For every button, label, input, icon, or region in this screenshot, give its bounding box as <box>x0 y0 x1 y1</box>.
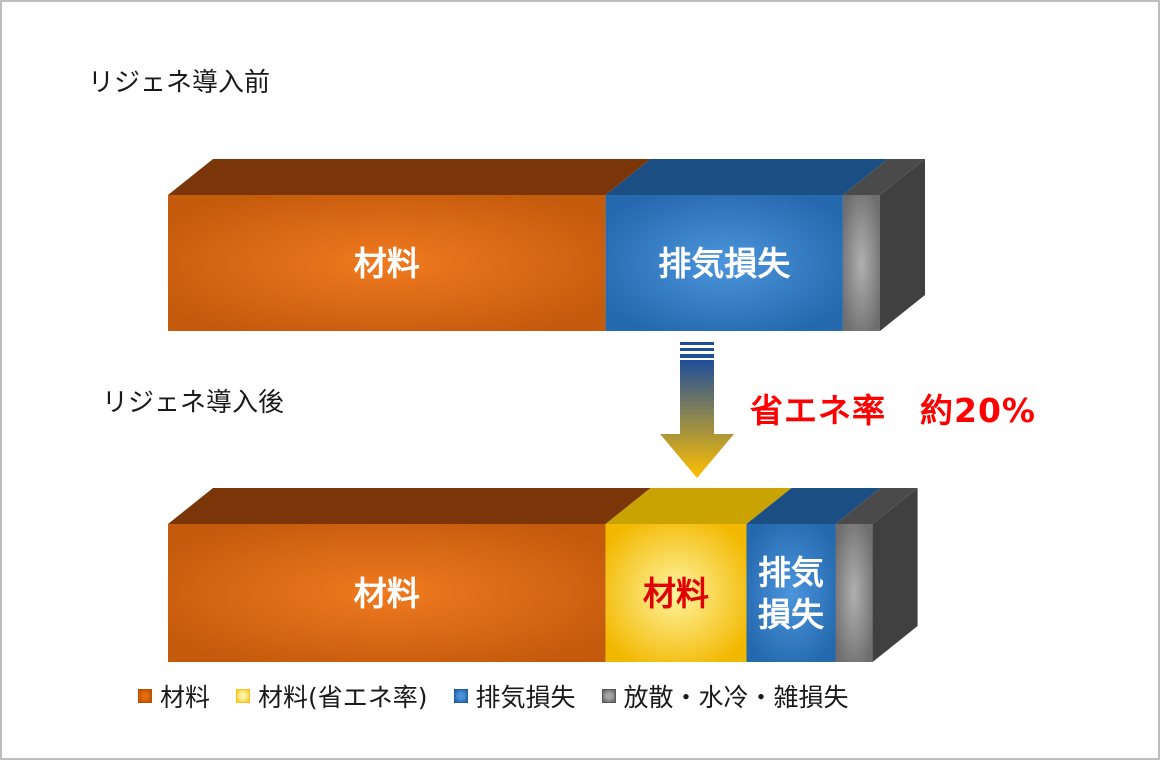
arrow-stripe-2 <box>680 354 714 358</box>
energy-saving-annotation: 省エネ率 約20% <box>750 391 1036 430</box>
legend-item-other-loss: 放散・水冷・雑損失 <box>601 678 849 714</box>
after-row-title: リジェネ導入後 <box>102 388 285 418</box>
bar-side-before <box>880 159 925 331</box>
arrow-stripe-0 <box>680 342 714 345</box>
legend-label-exhaust-loss: 排気損失 <box>475 683 576 712</box>
bar-label-after-2-0: 排気 <box>758 553 824 592</box>
bar-top-after-0 <box>168 488 651 524</box>
bar-label-before-2-0: 排気損失 <box>658 244 791 283</box>
arrow-stripe-1 <box>680 348 714 351</box>
bar-segment-before-3 <box>842 195 880 331</box>
bar-side-after <box>872 488 918 662</box>
bar-top-after-1 <box>605 488 792 524</box>
legend-label-other-loss: 放散・水冷・雑損失 <box>623 683 849 712</box>
down-arrow-icon <box>660 360 734 478</box>
legend-swatch-exhaust-loss <box>453 689 468 703</box>
legend-item-exhaust-loss: 排気損失 <box>453 678 576 714</box>
bar-segment-before-2 <box>605 195 843 331</box>
bar-label-after-1-0: 材料 <box>643 574 709 613</box>
bar-segment-after-3 <box>835 524 873 662</box>
bar-top-after-3 <box>835 488 918 524</box>
bar-segment-before-0 <box>168 195 606 331</box>
legend-item-material: 材料 <box>138 678 210 714</box>
bar-label-after-0-0: 材料 <box>354 574 420 613</box>
before-row-title: リジェネ導入前 <box>88 68 271 98</box>
bar-top-before-0 <box>168 159 651 195</box>
bar-label-after-2-1: 損失 <box>758 595 825 634</box>
legend-swatch-material <box>138 689 152 703</box>
legend: 材料 材料(省エネ率) 排気損失 放散・水冷・雑損失 <box>138 678 875 714</box>
legend-swatch-other-loss <box>601 689 616 703</box>
bar-label-before-0-0: 材料 <box>354 244 420 283</box>
legend-swatch-material-saving <box>236 689 251 703</box>
bar-top-before-2 <box>605 159 888 195</box>
legend-item-material-saving: 材料(省エネ率) <box>236 678 428 714</box>
bar-segment-after-1 <box>605 524 747 662</box>
bar-segment-after-0 <box>168 524 606 662</box>
bar-segment-after-2 <box>746 524 836 662</box>
legend-label-material-saving: 材料(省エネ率) <box>258 683 428 712</box>
legend-label-material: 材料 <box>160 683 211 712</box>
bar-top-before-3 <box>842 159 925 195</box>
bar-top-after-2 <box>746 488 881 524</box>
